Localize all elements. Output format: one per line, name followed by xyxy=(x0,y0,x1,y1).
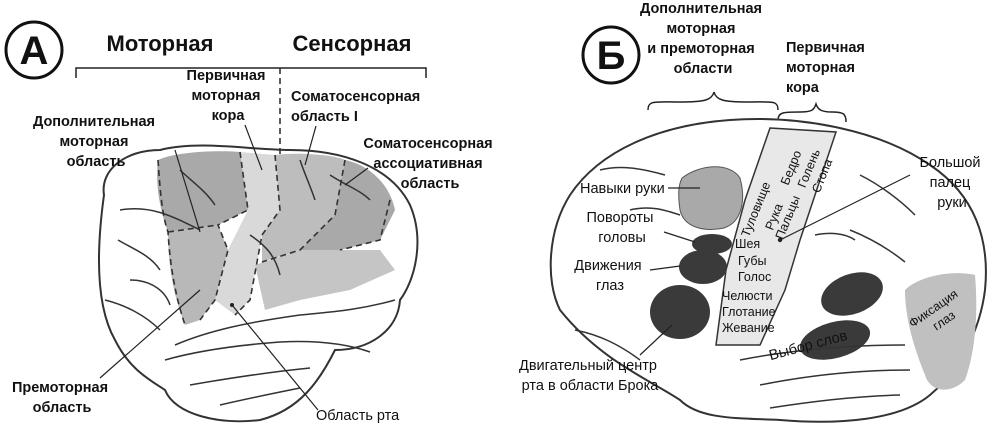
brain-a xyxy=(98,144,419,423)
primary-motor-label: Первичная моторная кора xyxy=(187,68,270,124)
primary-motor-b-label: Первичная моторная кора xyxy=(786,40,869,96)
eye-movements-label: Движения глаз xyxy=(574,258,645,294)
word-choice-region-2 xyxy=(799,320,871,360)
motor-sensory-bracket xyxy=(75,67,427,78)
panel-b-letter: Б xyxy=(597,34,626,78)
supplementary-motor-label: Дополнительная моторная область xyxy=(33,114,159,170)
supp-premotor-brace xyxy=(647,91,779,111)
head-turns-label: Повороты головы xyxy=(587,210,658,246)
brain-b xyxy=(549,118,987,423)
primary-motor-brace xyxy=(777,101,847,123)
hand-skills-region xyxy=(678,166,744,230)
panel-a-letter: А xyxy=(20,29,49,73)
homunculus-swallow: Глотание xyxy=(722,305,776,319)
premotor-label: Премоторная область xyxy=(12,380,112,416)
broca-region xyxy=(650,285,710,339)
word-choice-region-1 xyxy=(821,272,883,316)
eye-fixation-region xyxy=(905,273,977,390)
panel-a-badge xyxy=(4,20,64,80)
panel-b: Б Дополнительная моторная и премоторная … xyxy=(519,1,987,423)
thumb-label: Большой палец руки xyxy=(919,155,984,211)
homunculus-chew: Жевание xyxy=(722,321,775,335)
supp-premotor-label: Дополнительная моторная и премоторная об… xyxy=(640,1,766,77)
somatosensory-1-label: Соматосенсорная область I xyxy=(291,89,424,125)
head-turn-region xyxy=(692,234,732,254)
somatosensory-assoc-region xyxy=(300,160,395,250)
header-sensory: Сенсорная xyxy=(293,31,412,56)
hand-skills-label: Навыки руки xyxy=(580,181,665,197)
broca-label: Двигательный центр рта в области Брока xyxy=(519,358,661,394)
lower-somatosensory-region xyxy=(255,250,395,310)
somatosensory-1-region xyxy=(262,153,345,262)
supplementary-motor-region xyxy=(157,151,248,232)
homunculus-lips: Губы xyxy=(738,254,766,268)
primary-motor-region xyxy=(215,152,280,315)
motor-strip xyxy=(715,127,838,346)
somatosensory-assoc-label: Соматосенсорная ассоциативная область xyxy=(363,136,496,192)
header-motor: Моторная xyxy=(107,31,214,56)
homunculus-voice: Голос xyxy=(738,270,771,284)
premotor-region xyxy=(168,225,228,325)
homunculus-jaw: Челюсти xyxy=(722,289,773,303)
mouth-area-label: Область рта xyxy=(316,408,400,424)
homunculus-neck: Шея xyxy=(735,237,760,251)
eye-movement-region xyxy=(679,250,727,284)
panel-b-badge xyxy=(581,25,641,85)
panel-a: А Моторная Сенсорная xyxy=(4,20,496,424)
